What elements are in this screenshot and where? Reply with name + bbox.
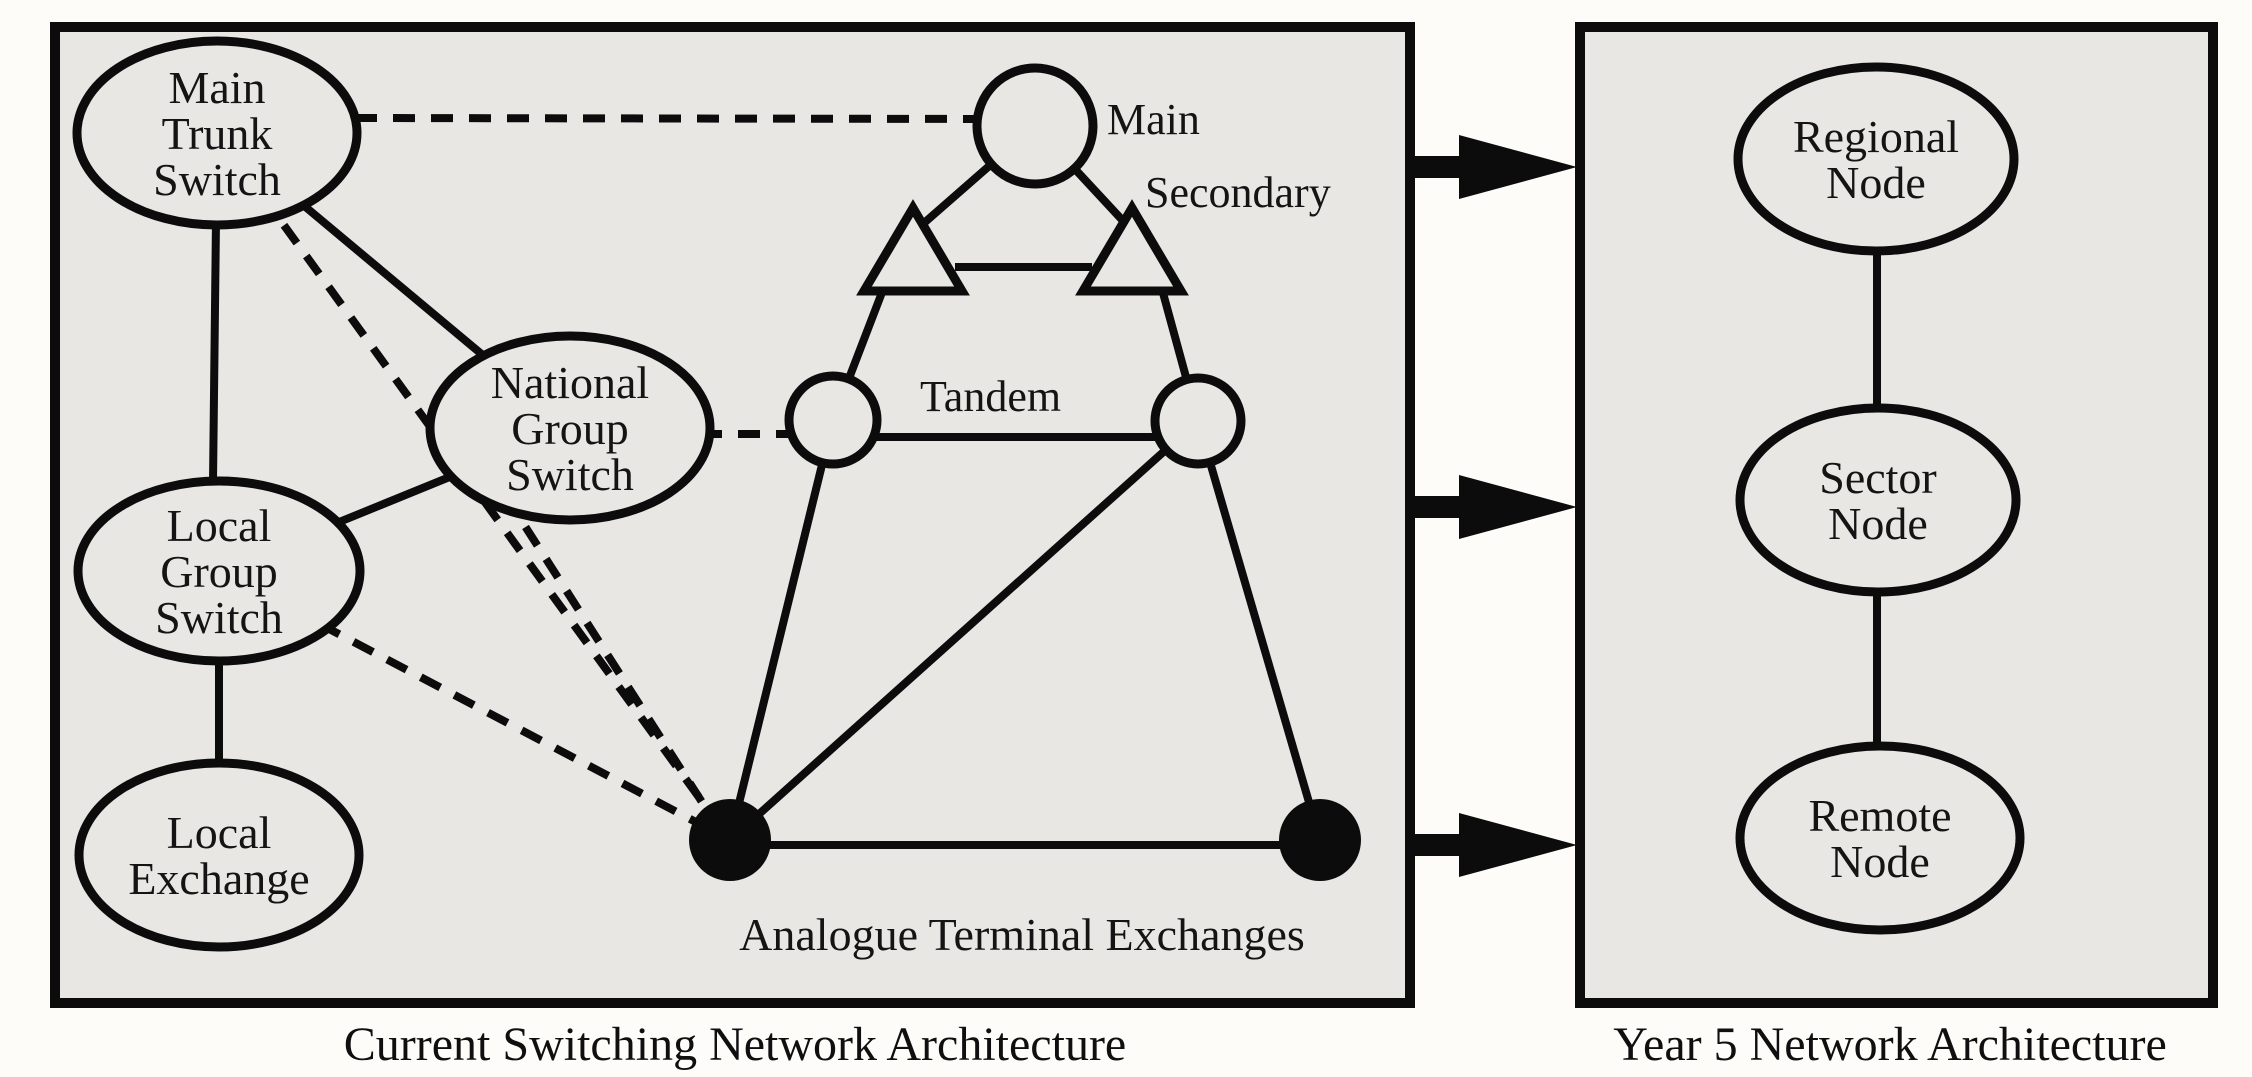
main-trunk-switch-label: Switch: [153, 154, 281, 205]
local-group-switch-label: Group: [160, 546, 278, 597]
local-exchange-label: Exchange: [128, 853, 309, 904]
national-group-switch-node: [425, 331, 715, 525]
sector-node-label: Node: [1828, 498, 1928, 549]
right-panel-caption: Year 5 Network Architecture: [1613, 1018, 2167, 1071]
link-righttandem-rightterminal: [1194, 419, 1324, 842]
national-group-switch-label: National: [491, 357, 649, 408]
remote-node: [1735, 741, 2025, 935]
regional-node: [1733, 62, 2019, 256]
local-exchange-node: [74, 758, 364, 952]
secondary-right-triangle: [1075, 199, 1189, 296]
remote-node-label: Remote: [1808, 790, 1951, 841]
national-group-switch-label: Switch: [506, 449, 634, 500]
tandem-level-label: Tandem: [920, 372, 1061, 421]
main-level-label: Main: [1107, 95, 1200, 144]
transition-arrow-bottom-icon: [1411, 813, 1577, 877]
link-lefttandem-leftterminal: [726, 419, 837, 841]
left-panel-caption: Current Switching Network Architecture: [344, 1018, 1126, 1071]
analogue-terminal-left-dot: [689, 799, 771, 881]
dashed-nationalgroup-leftterminal: [501, 492, 729, 841]
link-righttandem-leftterminal: [727, 418, 1201, 843]
local-group-switch-label: Local: [167, 500, 272, 551]
regional-node-label: Regional: [1793, 111, 1959, 162]
main-trunk-switch-label: Trunk: [162, 108, 273, 159]
main-trunk-switch-label: Main: [168, 62, 265, 113]
tandem-left-circle: [784, 371, 882, 469]
secondary-level-label: Secondary: [1145, 168, 1331, 217]
local-group-switch-node: [73, 476, 365, 666]
local-exchange-label: Local: [167, 807, 272, 858]
analogue-terminal-exchanges-label: Analogue Terminal Exchanges: [739, 909, 1305, 960]
sector-node: [1735, 403, 2021, 597]
transition-arrow-top-icon: [1411, 135, 1577, 199]
sector-node-label: Sector: [1819, 452, 1937, 503]
main-exchange-circle: [972, 63, 1098, 189]
analogue-terminal-right-dot: [1279, 799, 1361, 881]
remote-node-label: Node: [1830, 836, 1930, 887]
local-group-switch-label: Switch: [155, 592, 283, 643]
secondary-left-triangle: [856, 199, 970, 296]
tandem-right-circle: [1150, 373, 1246, 469]
transition-arrow-middle-icon: [1411, 475, 1577, 539]
main-trunk-switch-node: [72, 36, 362, 230]
dashed-maintrunk-main: [354, 114, 1001, 123]
regional-node-label: Node: [1826, 157, 1926, 208]
national-group-switch-label: Group: [511, 403, 629, 454]
